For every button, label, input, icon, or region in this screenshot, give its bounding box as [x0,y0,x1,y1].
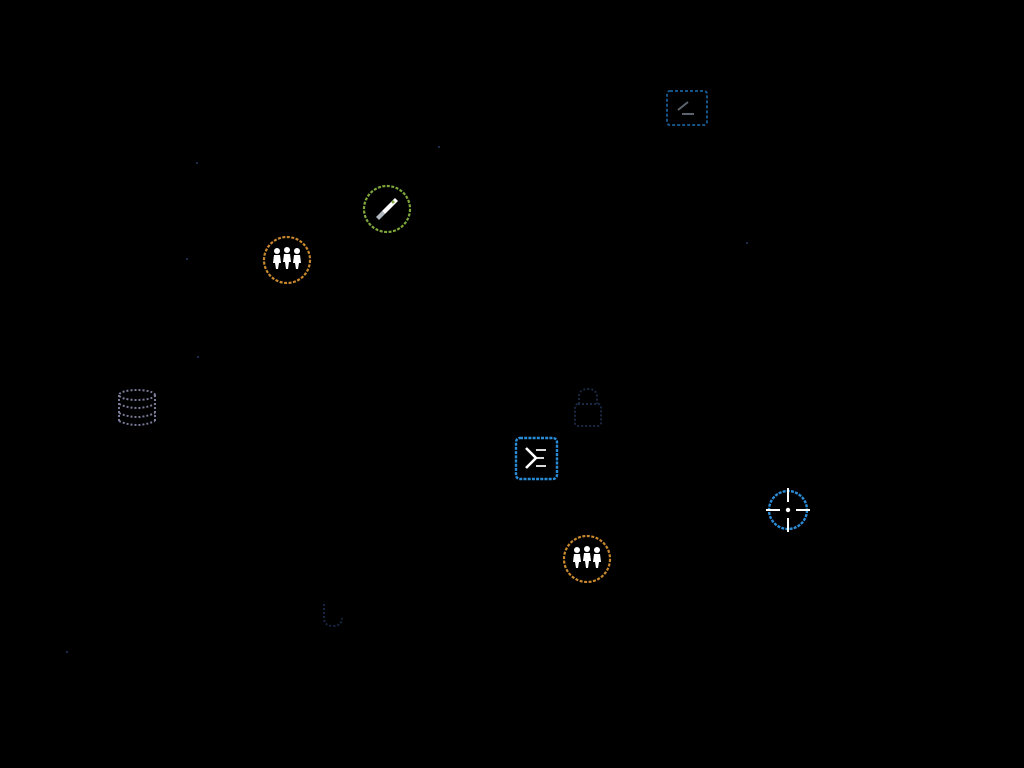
rocket-icon [376,198,398,220]
group-people-icon [573,546,601,568]
dot-icon-faint [318,596,348,630]
lock-icon-faint[interactable] [570,384,606,430]
database-icon[interactable] [114,386,160,432]
crosshair-target-icon[interactable] [762,484,814,536]
star-speck [438,146,440,148]
star-speck [186,258,188,260]
star-speck [746,242,748,244]
rocket-badge[interactable] [360,182,414,236]
group-people-icon [273,247,301,269]
star-speck [196,162,198,164]
star-speck [197,356,199,358]
sigma-terminal-icon[interactable] [514,436,560,482]
group-badge-bottom[interactable] [560,532,614,586]
group-badge-top[interactable] [260,233,314,287]
star-speck [66,651,68,653]
terminal-icon-faint[interactable] [664,88,710,130]
